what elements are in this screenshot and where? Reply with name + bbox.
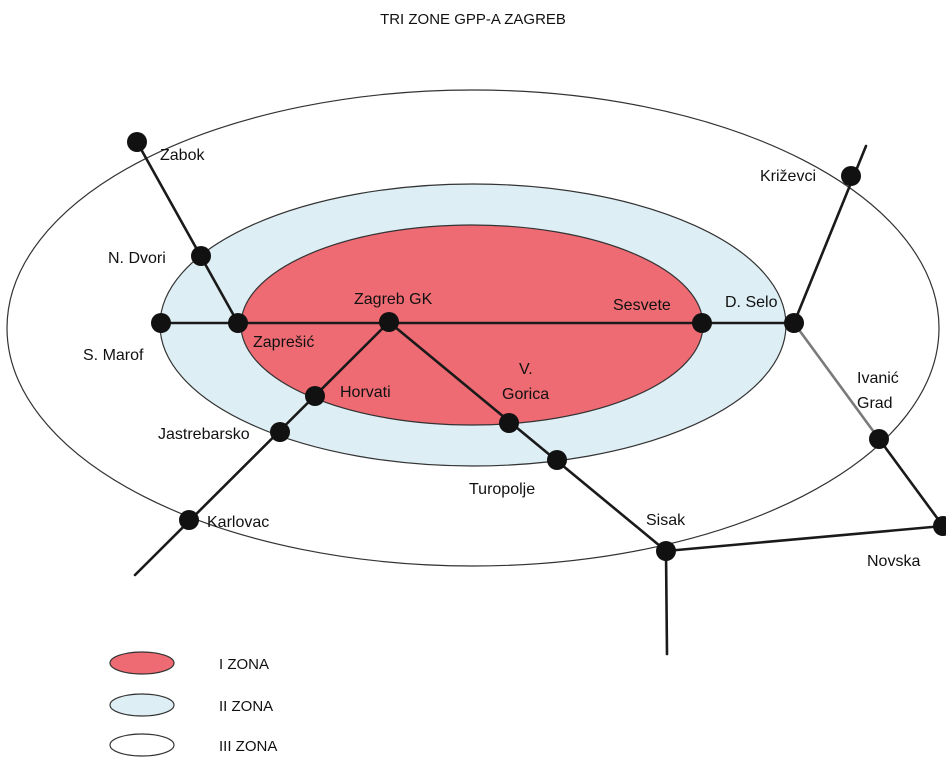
track-ivanic-novska (877, 437, 945, 528)
station-node-novska (933, 516, 946, 536)
station-node-krizevci (841, 166, 861, 186)
station-node-s-marof (151, 313, 171, 333)
station-label-zapresic: Zaprešić (253, 334, 314, 351)
station-node-v-gorica (499, 413, 519, 433)
track-sisak-novska (664, 524, 945, 553)
station-label-horvati: Horvati (340, 384, 391, 401)
station-label-ivanic-line1: Ivanić (857, 370, 899, 387)
station-label-v-gorica-line2: Gorica (502, 386, 549, 403)
legend-swatch-zone-1 (109, 651, 175, 675)
station-node-jastrebarsko (270, 422, 290, 442)
station-label-d-selo: D. Selo (725, 294, 778, 311)
station-node-d-selo (784, 313, 804, 333)
station-label-n-dvori: N. Dvori (108, 250, 166, 267)
track-zagreb-sisak (387, 320, 668, 553)
station-label-sisak: Sisak (646, 512, 686, 529)
station-label-novska: Novska (867, 553, 920, 570)
station-node-n-dvori (191, 246, 211, 266)
station-node-zapresic (228, 313, 248, 333)
legend-swatch-zone-3 (109, 733, 175, 757)
station-label-zabok: Zabok (160, 147, 205, 164)
track-karlovac-zagreb (133, 320, 391, 577)
legend: I ZONA II ZONA III ZONA (109, 651, 277, 757)
station-label-karlovac: Karlovac (207, 514, 269, 531)
legend-label-zone-2: II ZONA (219, 698, 273, 715)
station-label-jastrebarsko: Jastrebarsko (158, 426, 250, 443)
station-label-turopolje: Turopolje (469, 481, 535, 498)
track-zabok-zapresic (135, 140, 240, 325)
track-sisak-south (664, 549, 669, 656)
station-node-zabok (127, 132, 147, 152)
station-node-sesvete (692, 313, 712, 333)
station-label-sesvete: Sesvete (613, 297, 671, 314)
legend-label-zone-3: III ZONA (219, 738, 277, 755)
station-label-ivanic-line2: Grad (857, 395, 893, 412)
track-dselo-ivanic (792, 321, 881, 441)
station-label-zagreb-gk: Zagreb GK (354, 291, 433, 308)
station-node-turopolje (547, 450, 567, 470)
station-label-krizevci: Križevci (760, 168, 816, 185)
station-label-v-gorica-line1: V. (519, 361, 533, 378)
station-node-sisak (656, 541, 676, 561)
station-node-horvati (305, 386, 325, 406)
legend-swatch-zone-2 (109, 693, 175, 717)
diagram-title: TRI ZONE GPP-A ZAGREB (380, 11, 566, 28)
station-label-s-marof: S. Marof (83, 347, 144, 364)
station-node-karlovac (179, 510, 199, 530)
station-node-ivanic-grad (869, 429, 889, 449)
station-node-zagreb-gk (379, 312, 399, 332)
legend-label-zone-1: I ZONA (219, 656, 269, 673)
